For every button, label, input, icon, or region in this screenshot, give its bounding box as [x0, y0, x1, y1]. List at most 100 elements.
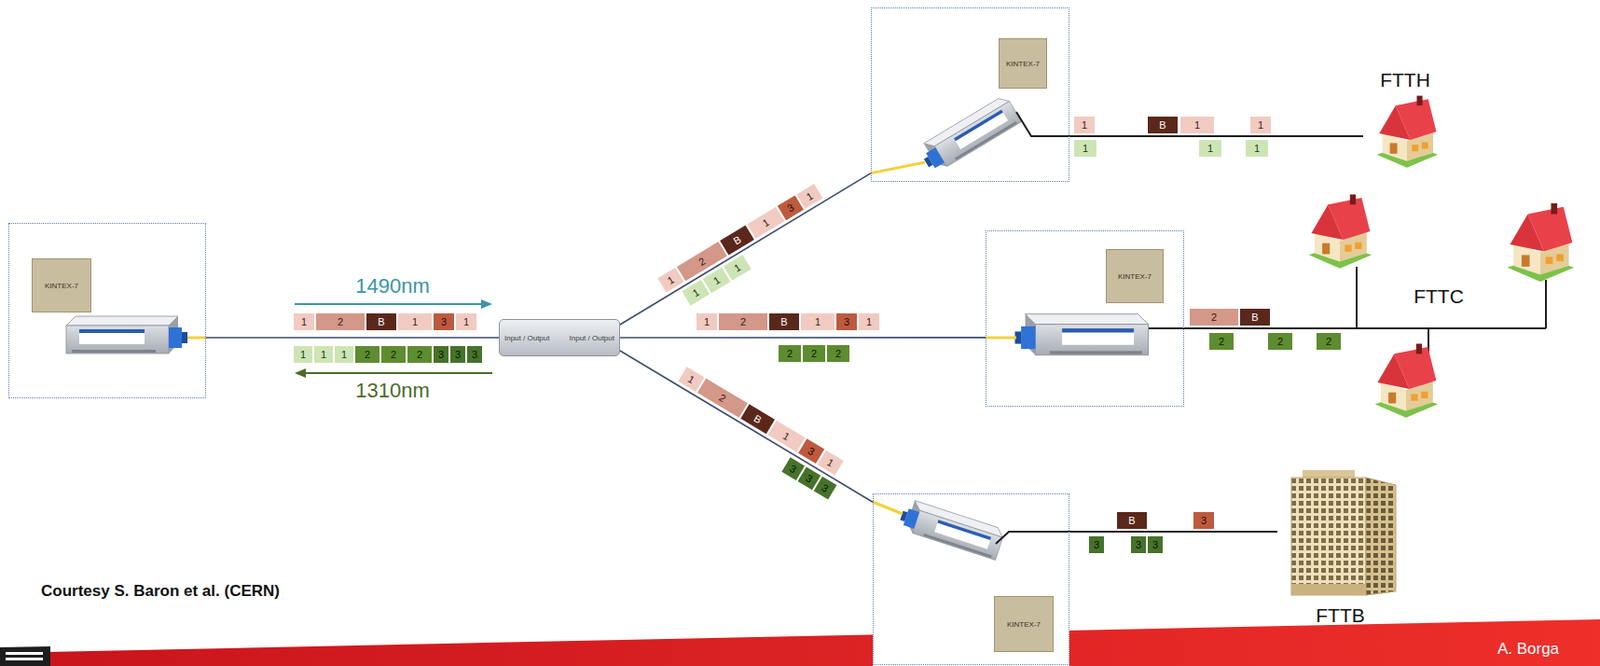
transceiver-module [872, 497, 1070, 560]
upstream-packet: 2 [1316, 332, 1341, 350]
fiber-link [1069, 530, 1278, 533]
wavelength-arrow [294, 303, 483, 305]
transceiver-module [1148, 327, 1185, 330]
site-label: FTTB [1315, 604, 1366, 627]
upstream-packet: 1 [314, 345, 333, 363]
premises-site: FTTB [1277, 466, 1404, 627]
upstream-packet: 1 [1199, 139, 1222, 157]
upstream-packet: 2 [802, 344, 826, 362]
house-icon [1309, 194, 1373, 269]
house-icon [1309, 194, 1575, 418]
site-label: FTTH [1379, 68, 1431, 92]
downstream-packet: 1 [858, 313, 880, 331]
building-icon [1291, 583, 1366, 595]
house-icon [1375, 344, 1439, 418]
wavelength-arrow [481, 299, 493, 309]
broadcast-packet: B [719, 224, 755, 255]
upstream-packet: 3 [1147, 536, 1163, 553]
upstream-packet: 3 [1089, 536, 1104, 553]
downstream-packet: 1 [767, 419, 805, 452]
downstream-packet: 1 [398, 313, 432, 331]
downstream-packet: 2 [718, 313, 768, 331]
wavelength-label: 1310nm [355, 378, 430, 402]
fiber-link [206, 336, 499, 339]
broadcast-packet: B [1147, 116, 1178, 134]
logo-mark [0, 646, 51, 666]
logo-mark [5, 657, 43, 661]
wavelength-arrow [294, 368, 306, 378]
upstream-packet: 2 [381, 345, 406, 363]
downstream-packet: 1 [455, 313, 477, 331]
upstream-packet: 2 [355, 345, 380, 363]
street-wiring [1355, 266, 1358, 329]
downstream-packet: 3 [1193, 511, 1214, 529]
upstream-packet: 2 [827, 344, 850, 362]
downstream-packet: 1 [800, 313, 835, 331]
chip-marking: KINTEX-7 [1105, 248, 1164, 304]
fiber-link [1184, 327, 1408, 330]
packet-row: 12B131 [293, 313, 477, 331]
transceiver-module [995, 531, 1070, 544]
downstream-packet: 1 [746, 206, 785, 239]
house-icon [1377, 96, 1439, 168]
upstream-packet: 3 [433, 345, 449, 363]
port-label: Input / Output [504, 333, 550, 343]
downstream-packet: 1 [1250, 116, 1271, 134]
packet-row: 12B131 [677, 366, 843, 475]
street-wiring [1544, 279, 1547, 329]
upstream-packet: 3 [1131, 536, 1146, 553]
packet-row: 222 [778, 344, 850, 362]
upstream-packet: 1 [1245, 139, 1269, 157]
transceiver-module [985, 336, 1017, 340]
packet-row: 111222333 [293, 345, 483, 363]
building-icon [1291, 477, 1366, 595]
upstream-packet: 2 [1268, 332, 1293, 350]
logo-mark [0, 646, 51, 666]
upstream-packet: 1 [1074, 139, 1097, 157]
fiber-link [1069, 135, 1364, 138]
downstream-packet: 2 [316, 313, 365, 331]
port-label: Input / Output [569, 333, 615, 343]
onu-box: KINTEX-7 [870, 7, 1070, 182]
logo-mark [5, 651, 43, 655]
transceiver-module [187, 336, 207, 340]
packet-row: 12B131 [696, 313, 880, 331]
chip-marking: KINTEX-7 [993, 595, 1054, 652]
upstream-packet: 3 [467, 345, 483, 363]
broadcast-packet: B [769, 313, 800, 331]
downstream-packet: 1 [1180, 116, 1214, 134]
upstream-packet: 2 [778, 344, 801, 362]
transceiver-module [870, 162, 925, 174]
building-icon [1365, 477, 1396, 595]
footer-band [0, 619, 1600, 666]
broadcast-packet: B [366, 313, 397, 331]
downstream-packet: 1 [293, 313, 315, 331]
transceiver-module [1016, 111, 1070, 137]
wavelength-arrow [294, 299, 493, 309]
transceiver-module [870, 94, 1070, 175]
downstream-packet: 1 [696, 313, 718, 331]
chip-marking: KINTEX-7 [998, 38, 1048, 89]
onu-box: KINTEX-7 [872, 493, 1070, 665]
chip-marking: KINTEX-7 [31, 258, 92, 313]
transceiver-module [66, 316, 188, 354]
author-name: A. Borga [1497, 639, 1559, 659]
house-icon [1377, 96, 1439, 168]
transceiver-module [985, 314, 1185, 356]
broadcast-packet: B [1240, 308, 1270, 326]
street-wiring [1356, 266, 1546, 355]
box-ground [872, 493, 1070, 666]
packet-row: 12B131 [657, 183, 823, 293]
olt-box: KINTEX-7 [8, 222, 207, 399]
house-icon [1507, 203, 1575, 282]
site-label: FTTC [1413, 285, 1464, 308]
fiber-link [620, 350, 873, 502]
transceiver-module [916, 94, 1021, 175]
wavelength-arrow [305, 372, 493, 374]
transceiver-module [896, 497, 1006, 560]
transceiver-module [872, 501, 903, 514]
building-icon [1291, 469, 1396, 595]
broadcast-packet: B [1117, 511, 1147, 529]
transceiver-module [66, 316, 207, 354]
